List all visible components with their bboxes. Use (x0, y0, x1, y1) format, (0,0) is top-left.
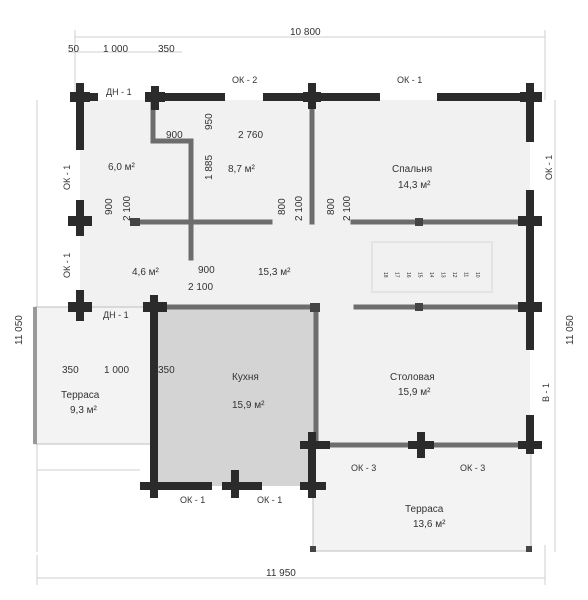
dim-top-total: 10 800 (290, 27, 321, 38)
terrace-left-floor (34, 306, 156, 445)
room-1-area: 6,0 м² (108, 162, 136, 173)
dining-area: 15,9 м² (398, 387, 431, 398)
window-ok3-b: ОК - 3 (460, 463, 485, 473)
dim-2100-c: 2 100 (342, 196, 353, 221)
stair-step-labels: 18 17 16 15 14 13 12 11 10 (382, 272, 480, 278)
window-ok1-top: ОК - 1 (397, 75, 422, 85)
room-labels: 6,0 м² 8,7 м² Спальня 14,3 м² 4,6 м² 15,… (61, 162, 446, 530)
staircase (371, 241, 493, 293)
window-ok1-left-mid: ОК - 1 (62, 253, 72, 278)
stair-step-12: 12 (451, 272, 457, 278)
window-ok1-right: ОК - 1 (544, 155, 554, 180)
dim-terrace-350-b: 350 (158, 365, 175, 376)
dim-2760: 2 760 (238, 130, 263, 141)
dim-900-b: 900 (104, 198, 115, 215)
dim-terrace-1000: 1 000 (104, 365, 129, 376)
stair-step-11: 11 (463, 272, 469, 277)
dim-left-total: 11 050 (14, 315, 25, 345)
dim-2100-d: 2 100 (188, 282, 213, 293)
stair-step-18: 18 (382, 272, 388, 278)
upper-floor (80, 100, 530, 310)
terrace-1-name: Терраса (61, 390, 100, 401)
dim-top-1000: 1 000 (103, 44, 128, 55)
door-dn1-mid: ДН - 1 (103, 310, 129, 320)
terrace-2-name: Терраса (405, 504, 444, 515)
dim-2100-a: 2 100 (122, 196, 133, 221)
dim-bottom-total: 11 950 (266, 568, 296, 579)
stair-step-14: 14 (428, 272, 434, 278)
kitchen-area: 15,9 м² (232, 400, 265, 411)
door-b1-right: В - 1 (541, 383, 551, 402)
window-ok1-bottom-b: ОК - 1 (257, 495, 282, 505)
stair-step-17: 17 (394, 272, 400, 278)
terrace-bottom-floor (312, 442, 532, 552)
dining-name: Столовая (390, 372, 435, 383)
stair-step-15: 15 (417, 272, 423, 278)
dim-1885: 1 885 (204, 155, 215, 180)
partition-nodes (130, 218, 532, 552)
dimension-labels: 10 800 11 950 11 050 11 050 50 1 000 350… (14, 27, 576, 579)
dim-900-a: 900 (166, 130, 183, 141)
wall-junctions (68, 83, 542, 498)
dim-right-total: 11 050 (565, 315, 576, 345)
opening-labels: ДН - 1 ОК - 2 ОК - 1 ОК - 1 ОК - 1 ОК - … (62, 75, 554, 505)
dining-floor (316, 308, 530, 443)
hall-small-area: 4,6 м² (132, 267, 160, 278)
window-ok1-left-top: ОК - 1 (62, 165, 72, 190)
partitions (132, 101, 538, 448)
stair-step-10: 10 (474, 272, 480, 278)
stair-step-16: 16 (405, 272, 411, 278)
stair-step-13: 13 (440, 272, 446, 278)
kitchen-name: Кухня (232, 372, 259, 383)
window-ok3-a: ОК - 3 (351, 463, 376, 473)
door-dn1-top: ДН - 1 (106, 87, 132, 97)
dim-2100-b: 2 100 (294, 196, 305, 221)
kitchen-floor (156, 308, 314, 486)
window-ok1-bottom-a: ОК - 1 (180, 495, 205, 505)
bedroom-name: Спальня (392, 164, 432, 175)
window-ok2-top: ОК - 2 (232, 75, 257, 85)
dim-950: 950 (204, 113, 215, 130)
dim-800-a: 800 (277, 198, 288, 215)
dim-terrace-350-a: 350 (62, 365, 79, 376)
hall-area: 15,3 м² (258, 267, 291, 278)
dim-800-b: 800 (326, 198, 337, 215)
room-2-area: 8,7 м² (228, 164, 256, 175)
dim-top-50: 50 (68, 44, 80, 55)
dim-900-c: 900 (198, 265, 215, 276)
terrace-1-area: 9,3 м² (70, 405, 98, 416)
dim-top-350: 350 (158, 44, 175, 55)
bedroom-area: 14,3 м² (398, 180, 431, 191)
terrace-2-area: 13,6 м² (413, 519, 446, 530)
